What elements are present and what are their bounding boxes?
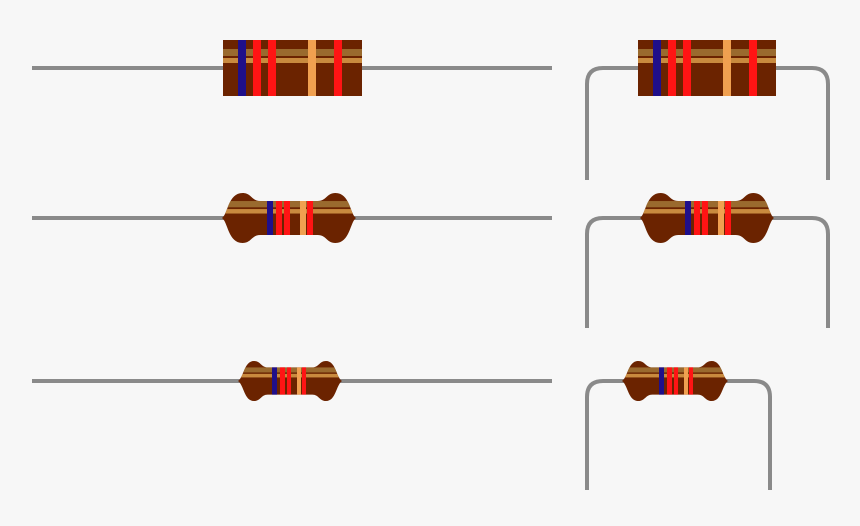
color-band-5: [307, 193, 313, 243]
color-band-5: [725, 193, 731, 243]
color-band-3: [674, 361, 678, 401]
color-band-2: [276, 193, 282, 243]
highlight-stripe: [638, 58, 776, 63]
resistor-dogbone-small-bent: [585, 361, 772, 490]
color-band-1: [685, 193, 691, 243]
color-band-3: [287, 361, 291, 401]
highlight-stripe: [223, 49, 362, 56]
body-markings: [238, 361, 342, 401]
color-band-1: [659, 361, 664, 401]
body-markings: [622, 361, 728, 401]
body-markings: [222, 193, 356, 243]
color-band-2: [667, 361, 672, 401]
color-band-3: [702, 193, 708, 243]
color-band-4: [308, 40, 316, 96]
color-band-5: [749, 40, 757, 96]
color-band-4: [723, 40, 731, 96]
color-band-4: [684, 361, 688, 401]
color-band-5: [302, 361, 306, 401]
lead-wire: [585, 216, 830, 328]
color-band-1: [238, 40, 246, 96]
color-band-2: [253, 40, 261, 96]
resistor-cylinder-straight: [32, 40, 552, 96]
color-band-2: [668, 40, 676, 96]
color-band-5: [334, 40, 342, 96]
lead-wire: [585, 66, 830, 180]
resistor-dogbone-small-straight: [32, 361, 552, 401]
color-band-1: [272, 361, 277, 401]
color-band-1: [267, 193, 273, 243]
body-markings: [640, 193, 774, 243]
resistor-dogbone-straight: [32, 193, 552, 243]
color-band-4: [297, 361, 301, 401]
body-markings: [223, 40, 362, 96]
resistor-cylinder-bent: [585, 40, 830, 180]
color-band-2: [694, 193, 700, 243]
color-band-4: [718, 193, 724, 243]
resistor-dogbone-bent: [585, 193, 830, 328]
color-band-2: [280, 361, 285, 401]
color-band-1: [653, 40, 661, 96]
color-band-4: [300, 193, 306, 243]
highlight-stripe: [223, 58, 362, 63]
color-band-3: [268, 40, 276, 96]
lead-wire: [585, 379, 772, 490]
color-band-5: [689, 361, 693, 401]
highlight-stripe: [638, 49, 776, 56]
color-band-3: [683, 40, 691, 96]
color-band-3: [284, 193, 290, 243]
body-markings: [638, 40, 776, 96]
